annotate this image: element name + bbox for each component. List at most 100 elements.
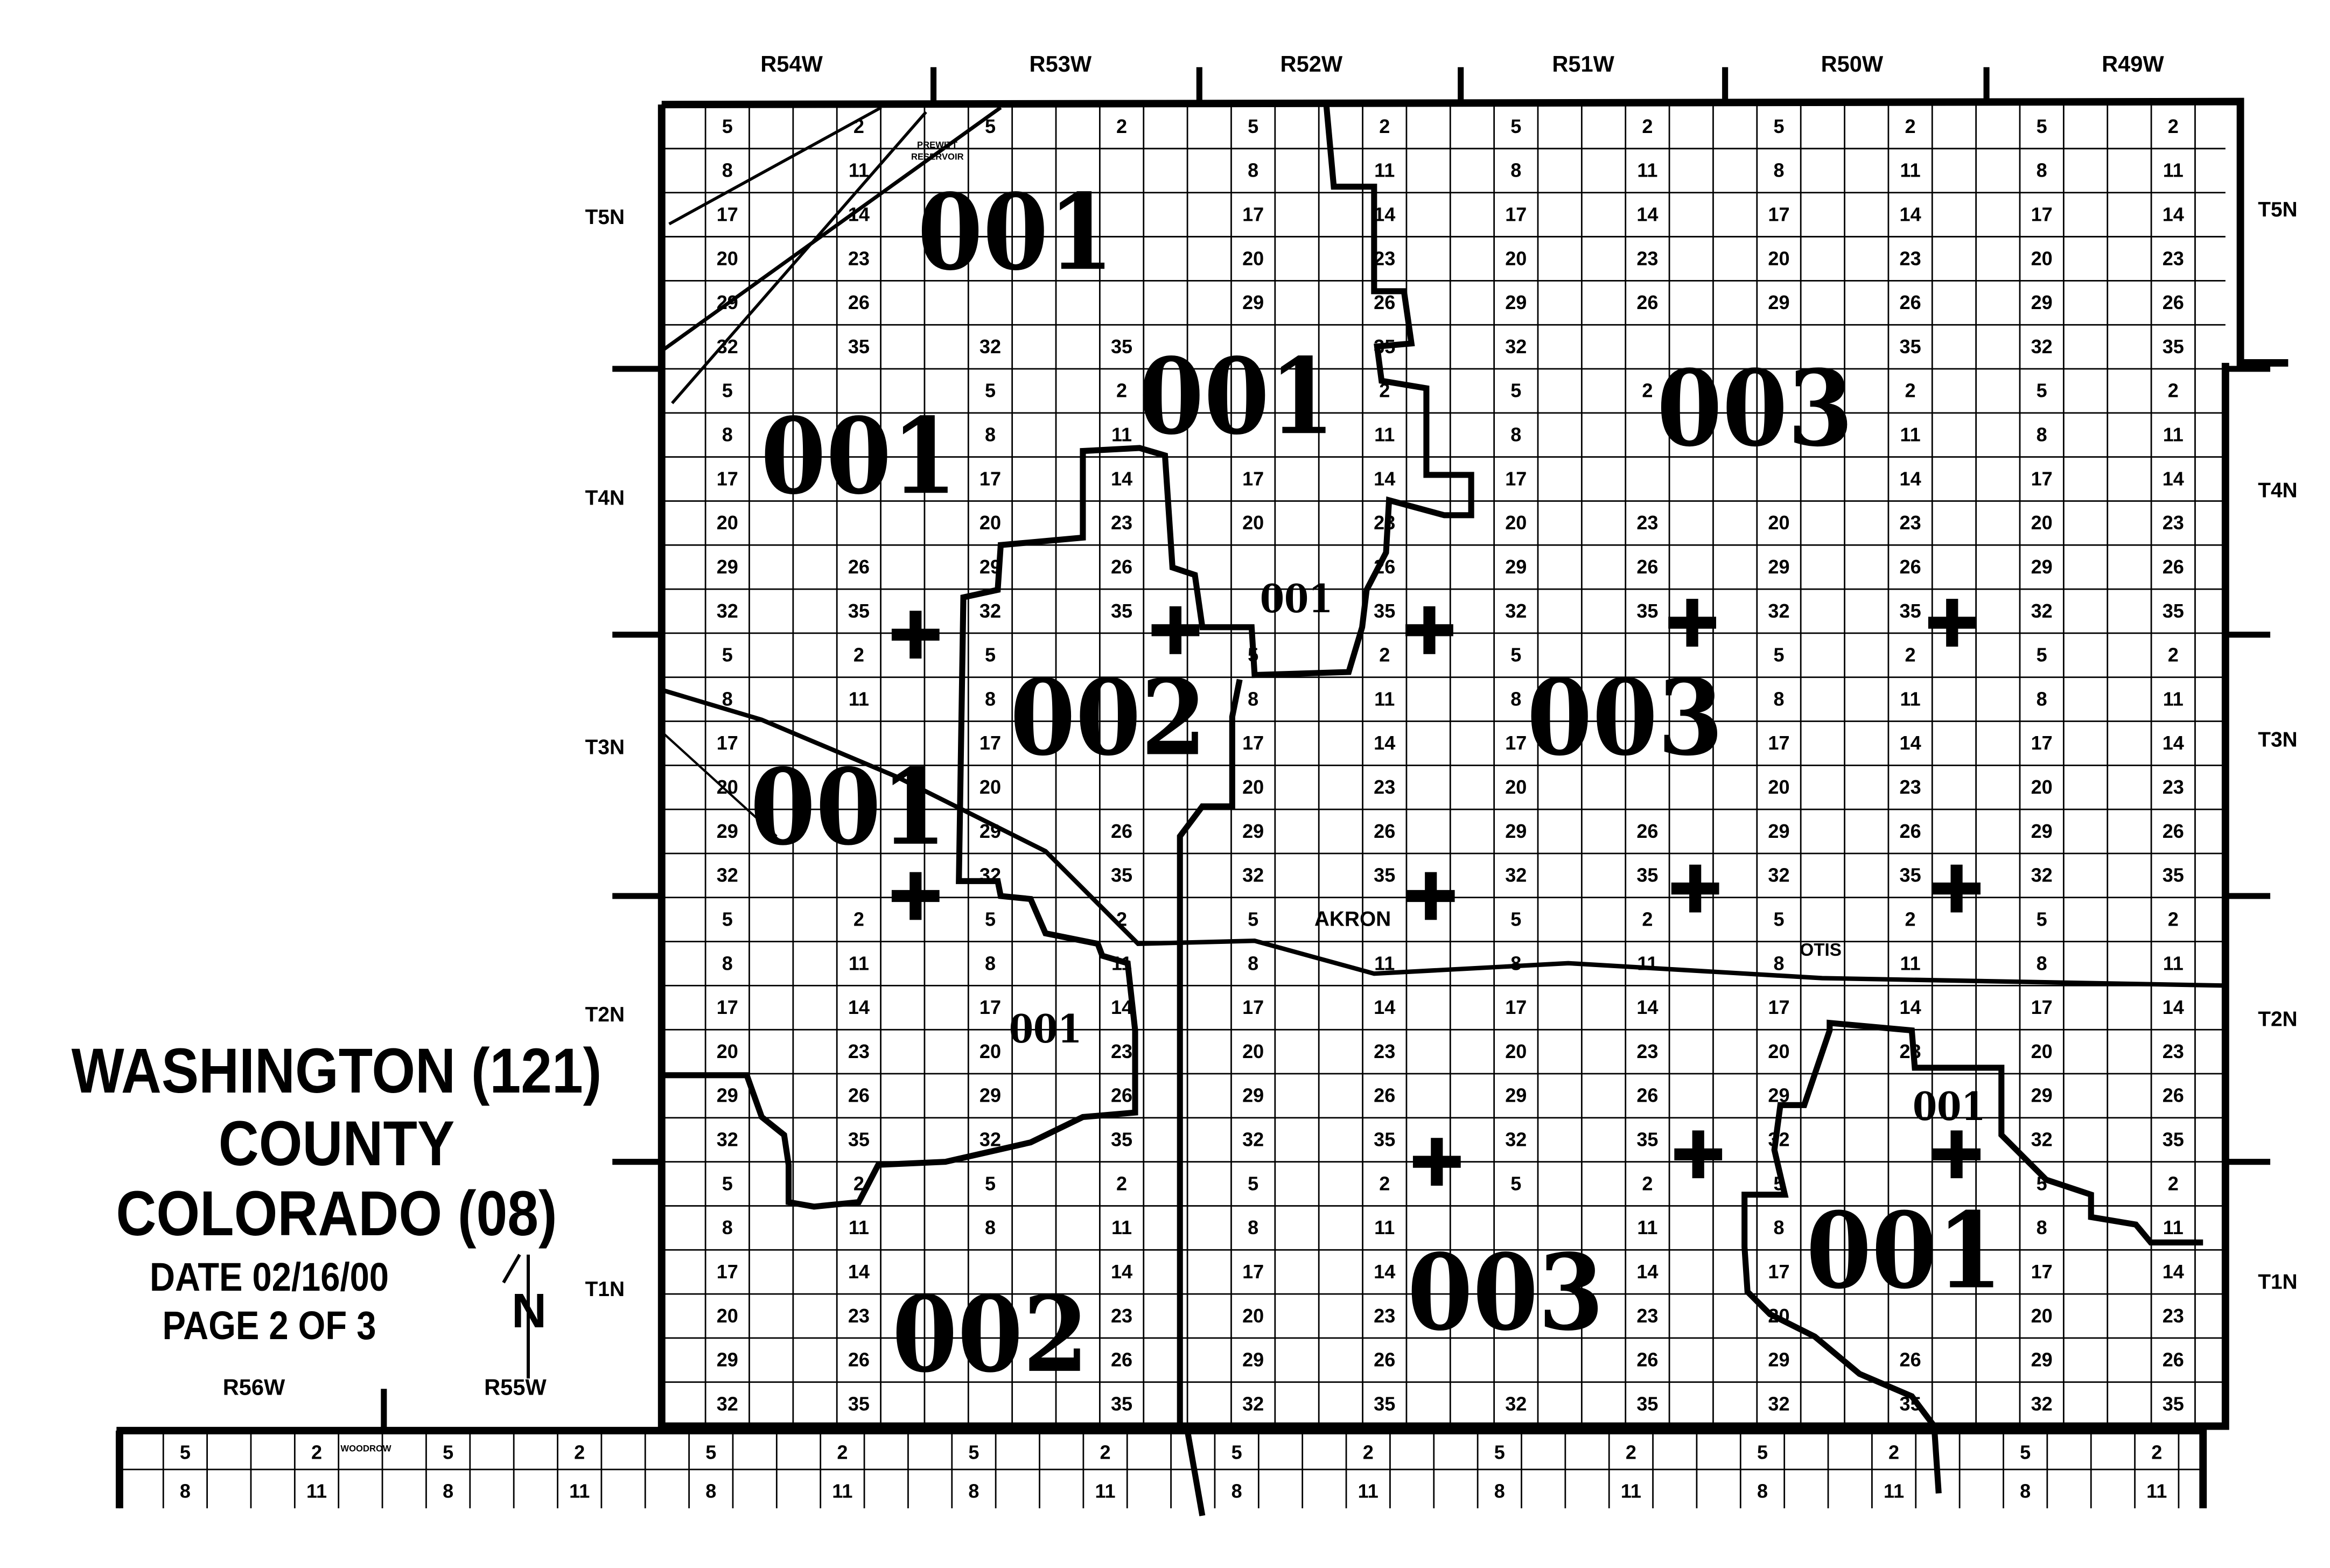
section-number: 29 — [2031, 291, 2053, 313]
section-number: 29 — [1505, 291, 1527, 313]
section-number: 17 — [1505, 732, 1527, 754]
section-number: 14 — [848, 1261, 870, 1283]
section-number: 2 — [1642, 115, 1653, 137]
section-number: 32 — [1768, 1129, 1789, 1151]
section-number: 5 — [1773, 115, 1784, 137]
section-number: 2 — [1116, 115, 1127, 137]
section-number: 29 — [717, 556, 738, 578]
section-number: 23 — [2163, 1305, 2184, 1327]
section-number: 23 — [1111, 512, 1132, 534]
section-number: 2 — [2168, 908, 2179, 930]
section-number: 20 — [1505, 247, 1527, 269]
section-number: 29 — [2031, 556, 2053, 578]
section-number: 26 — [2163, 1349, 2184, 1371]
section-number: 14 — [1636, 996, 1658, 1018]
section-number: 17 — [717, 467, 738, 489]
section-number: 11 — [1900, 688, 1921, 710]
township-label-right: T2N — [2258, 1007, 2297, 1031]
cross-icon — [1412, 1138, 1461, 1186]
section-number: 17 — [717, 996, 738, 1018]
section-number: 29 — [1505, 556, 1527, 578]
section-number: 17 — [2031, 996, 2053, 1018]
section-number: 2 — [1379, 1172, 1390, 1194]
section-number: 2 — [311, 1441, 322, 1464]
section-number: 17 — [2031, 203, 2053, 225]
section-number: 5 — [1773, 908, 1784, 930]
section-number: 20 — [1242, 247, 1264, 269]
section-number: 32 — [1505, 864, 1527, 886]
township-label-right: T3N — [2258, 729, 2297, 752]
section-number: 20 — [1768, 512, 1789, 534]
section-number: 5 — [1510, 908, 1521, 930]
section-number: 11 — [849, 952, 869, 974]
section-number: 29 — [2031, 1349, 2053, 1371]
county-boundary — [115, 97, 2289, 1509]
section-number: 2 — [1642, 380, 1653, 402]
section-number: 11 — [1374, 952, 1395, 974]
section-number: 29 — [979, 820, 1001, 842]
section-number: 35 — [2163, 1392, 2184, 1415]
section-number: 2 — [1905, 380, 1916, 402]
section-number: 32 — [1242, 864, 1264, 886]
section-number: 2 — [574, 1441, 585, 1464]
section-number: 5 — [985, 115, 996, 137]
section-number: 35 — [1900, 335, 1921, 358]
section-number: 23 — [1374, 776, 1395, 798]
section-number: 23 — [1111, 1040, 1132, 1062]
section-number: 2 — [1116, 1172, 1127, 1194]
section-number: 8 — [1510, 952, 1521, 974]
section-number: 5 — [722, 115, 733, 137]
section-number: 32 — [1505, 1129, 1527, 1151]
district-label: 001 — [1913, 1084, 1985, 1130]
section-number: 2 — [1626, 1441, 1636, 1464]
range-label: R50W — [1821, 51, 1884, 76]
section-number: 32 — [717, 335, 738, 358]
section-number: 5 — [722, 1172, 733, 1194]
section-number: 8 — [722, 424, 733, 446]
county-name: WASHINGTON (121) — [71, 1035, 602, 1107]
section-number: 5 — [722, 380, 733, 402]
section-number: 32 — [717, 1392, 738, 1415]
district-label: 001 — [1138, 335, 1335, 458]
section-number: 35 — [2163, 864, 2184, 886]
section-number: 20 — [1505, 1040, 1527, 1062]
section-number: 20 — [1505, 776, 1527, 798]
section-number: 29 — [1768, 556, 1789, 578]
section-number: 14 — [1111, 1261, 1132, 1283]
cross-icon — [1407, 872, 1455, 920]
section-number: 20 — [2031, 512, 2053, 534]
section-number: 14 — [1636, 1261, 1658, 1283]
section-number: 20 — [1768, 1040, 1789, 1062]
section-number: 14 — [1636, 203, 1658, 225]
section-number: 35 — [1900, 864, 1921, 886]
section-number: 17 — [2031, 467, 2053, 489]
section-number: 11 — [1900, 424, 1921, 446]
section-number: 35 — [1111, 864, 1132, 886]
section-number: 35 — [1111, 335, 1132, 358]
section-number: 2 — [853, 115, 864, 137]
district-boundary — [661, 104, 1474, 1210]
section-number: 17 — [1505, 467, 1527, 489]
section-number: 35 — [848, 335, 870, 358]
section-number: 26 — [1636, 820, 1658, 842]
section-number: 23 — [1636, 247, 1658, 269]
section-number: 11 — [2163, 1216, 2184, 1238]
section-number: 14 — [1900, 996, 1921, 1018]
section-number: 23 — [1900, 776, 1921, 798]
section-number: 5 — [985, 644, 996, 666]
section-number: 35 — [1636, 864, 1658, 886]
section-number: 32 — [1505, 1392, 1527, 1415]
district-label: 001 — [1009, 1007, 1082, 1052]
section-number: 29 — [717, 820, 738, 842]
section-number: 26 — [1374, 1084, 1395, 1107]
section-number: 17 — [1505, 996, 1527, 1018]
section-number: 23 — [2163, 512, 2184, 534]
section-number: 23 — [2163, 1040, 2184, 1062]
section-number: 26 — [2163, 1084, 2184, 1107]
section-number: 8 — [2020, 1480, 2031, 1502]
section-number: 14 — [2163, 467, 2184, 489]
section-number: 14 — [1374, 732, 1395, 754]
section-number: 2 — [1100, 1441, 1111, 1464]
section-number: 17 — [717, 203, 738, 225]
